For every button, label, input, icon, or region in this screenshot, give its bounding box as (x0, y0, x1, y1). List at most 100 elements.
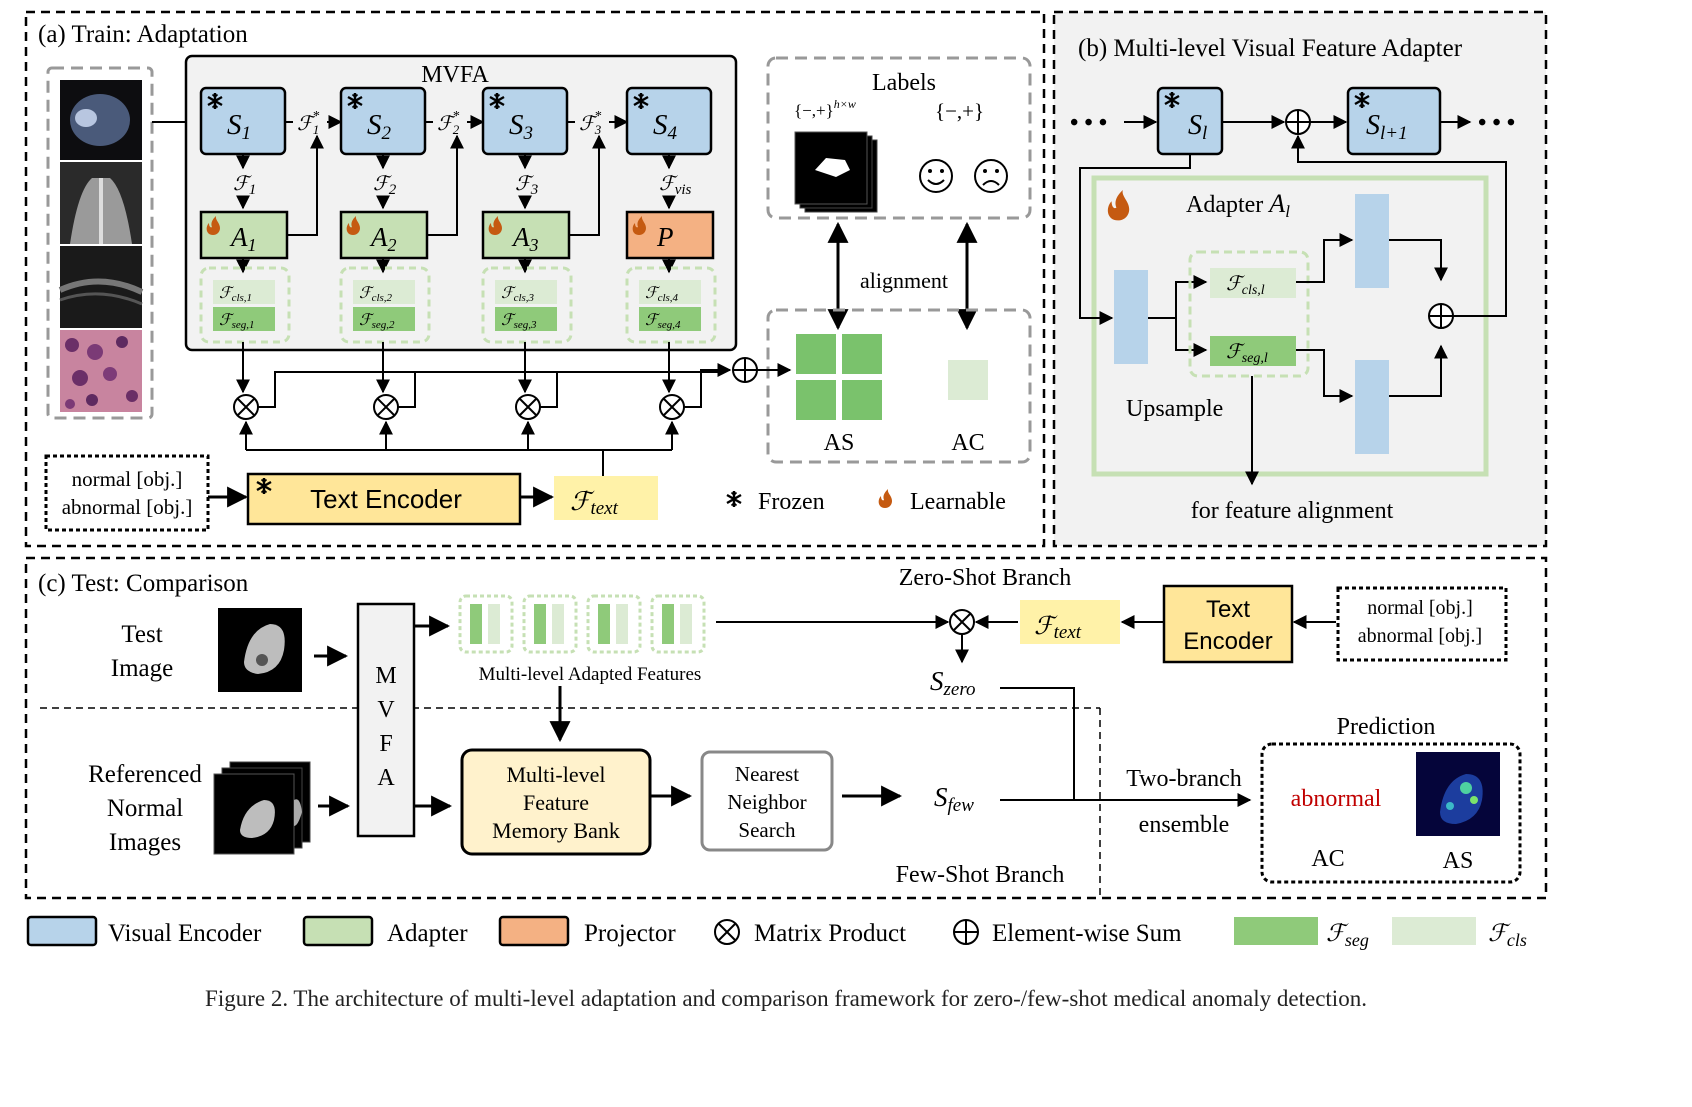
mvfa-vertical-label: MVFA (375, 663, 396, 791)
ref-images-label-1: Referenced (88, 761, 202, 788)
as-label: AS (824, 430, 855, 456)
f-seg-1: ℱseg,1 (219, 312, 255, 331)
input-images (58, 80, 144, 412)
matrix-product-icon (373, 394, 399, 420)
adapted-feature-2 (522, 594, 578, 654)
s-zero-label: Szero (930, 666, 976, 700)
panel-b-title: (b) Multi-level Visual Feature Adapter (1078, 35, 1463, 62)
f-cls-3: ℱcls,3 (501, 285, 535, 304)
element-sum-icon (1428, 303, 1454, 329)
snowflake-icon (725, 489, 743, 509)
encoder-row: S1ℱ1A1ℱcls,1ℱseg,1ℱ1*S2ℱ2A2ℱcls,2ℱseg,2ℱ… (199, 86, 724, 451)
f-cls-l-label: ℱcls,l (1226, 273, 1265, 298)
memory-bank-3: Memory Bank (492, 818, 620, 843)
prompt-normal-test: normal [obj.] (1367, 597, 1473, 619)
ac-label: AC (951, 430, 984, 456)
nn-search-1: Nearest (735, 762, 799, 786)
adapted-features-label: Multi-level Adapted Features (479, 664, 702, 685)
matrix-product-icon (714, 919, 740, 945)
f-cls-1: ℱcls,1 (219, 285, 252, 304)
adapted-feature-1 (458, 594, 514, 654)
panel-a-connectors (246, 371, 700, 451)
upsample-label: Upsample (1126, 396, 1223, 422)
prediction-abnormal: abnormal (1291, 786, 1382, 812)
few-shot-branch-label: Few-Shot Branch (896, 862, 1065, 888)
adapted-feature-4 (650, 594, 706, 654)
panel-a-title: (a) Train: Adaptation (38, 21, 248, 48)
feature-label-3: ℱ3 (515, 173, 538, 198)
f-seg-3: ℱseg,3 (501, 312, 537, 331)
legend: Visual Encoder Adapter Projector Matrix … (26, 915, 1527, 950)
mvfa-letter-3: F (379, 731, 392, 757)
flame-icon (878, 489, 892, 508)
nn-search-3: Search (738, 818, 796, 842)
learnable-label: Learnable (910, 489, 1006, 515)
panel-c-title: (c) Test: Comparison (38, 570, 249, 597)
adapter-label-1: A1 (229, 222, 257, 255)
element-sum-icon (1285, 109, 1311, 135)
feature-label-2: ℱ2 (373, 173, 397, 198)
prompt-abnormal: abnormal [obj.] (62, 495, 193, 519)
prediction-ac-label: AC (1311, 846, 1344, 872)
prediction-heatmap (1416, 752, 1500, 836)
alignment-label: alignment (860, 268, 948, 293)
encoder-label-1: S1 (227, 109, 251, 144)
encoder-label-2: S2 (367, 109, 392, 144)
adapter-l-label: Adapter Al (1186, 189, 1290, 221)
legend-visual-encoder: Visual Encoder (108, 920, 262, 947)
text-encoder-test-2: Encoder (1183, 628, 1272, 655)
matrix-product-icon (515, 394, 541, 420)
matrix-product-icon (233, 394, 259, 420)
reference-images (213, 761, 311, 855)
legend-f-seg: ℱseg (1326, 921, 1369, 950)
dots-right: • • • (1478, 110, 1515, 136)
feature-label-4: ℱvis (659, 173, 692, 198)
star-feature-3: ℱ3* (579, 109, 602, 137)
s-l-label: Sl (1188, 110, 1207, 144)
legend-adapter: Adapter (387, 920, 468, 947)
ac-map (948, 360, 988, 400)
star-feature-1: ℱ1* (297, 109, 319, 137)
test-image-label-1: Test (121, 621, 162, 648)
ensemble-label-1: Two-branch (1126, 766, 1242, 792)
test-image (218, 608, 302, 692)
mvfa-title: MVFA (421, 62, 489, 88)
f-seg-l-label: ℱseg,l (1226, 341, 1268, 366)
prompt-normal: normal [obj.] (72, 467, 183, 491)
labels-title: Labels (872, 70, 936, 96)
memory-bank-1: Multi-level (507, 762, 606, 787)
as-map (796, 334, 882, 420)
test-image-label-2: Image (111, 655, 173, 682)
memory-bank-2: Feature (523, 790, 589, 815)
element-sum-icon (732, 357, 758, 383)
mvfa-letter-4: A (377, 765, 395, 791)
nn-search-2: Neighbor (727, 790, 806, 814)
label-image: {−,+} (935, 99, 984, 123)
panel-a: (a) Train: Adaptation MVFA S1ℱ1A1ℱcls,1ℱ… (24, 10, 1046, 548)
legend-element-sum: Element-wise Sum (992, 920, 1182, 947)
legend-projector: Projector (584, 920, 676, 947)
prompt-abnormal-test: abnormal [obj.] (1358, 625, 1482, 647)
s-few-label: Sfew (934, 782, 974, 816)
f-cls-4: ℱcls,4 (645, 285, 679, 304)
legend-f-cls: ℱcls (1488, 921, 1527, 950)
adapted-features (458, 594, 706, 654)
visual-encoder-2 (339, 86, 427, 156)
visual-encoder-4 (625, 86, 713, 156)
adapter-label-2: A2 (369, 222, 397, 255)
element-sum-icon (953, 919, 979, 945)
text-encoder-test-1: Text (1206, 596, 1250, 623)
text-encoder-label: Text Encoder (310, 484, 462, 514)
dots-left: • • • (1070, 110, 1107, 136)
mvfa-letter-2: V (377, 697, 395, 723)
legend-matrix-product: Matrix Product (754, 920, 906, 947)
f-seg-2: ℱseg,2 (359, 312, 395, 331)
s-l1-label: Sl+1 (1366, 110, 1408, 144)
feature-label-1: ℱ1 (233, 173, 256, 198)
label-pixel: {−,+}h×w (794, 97, 856, 120)
